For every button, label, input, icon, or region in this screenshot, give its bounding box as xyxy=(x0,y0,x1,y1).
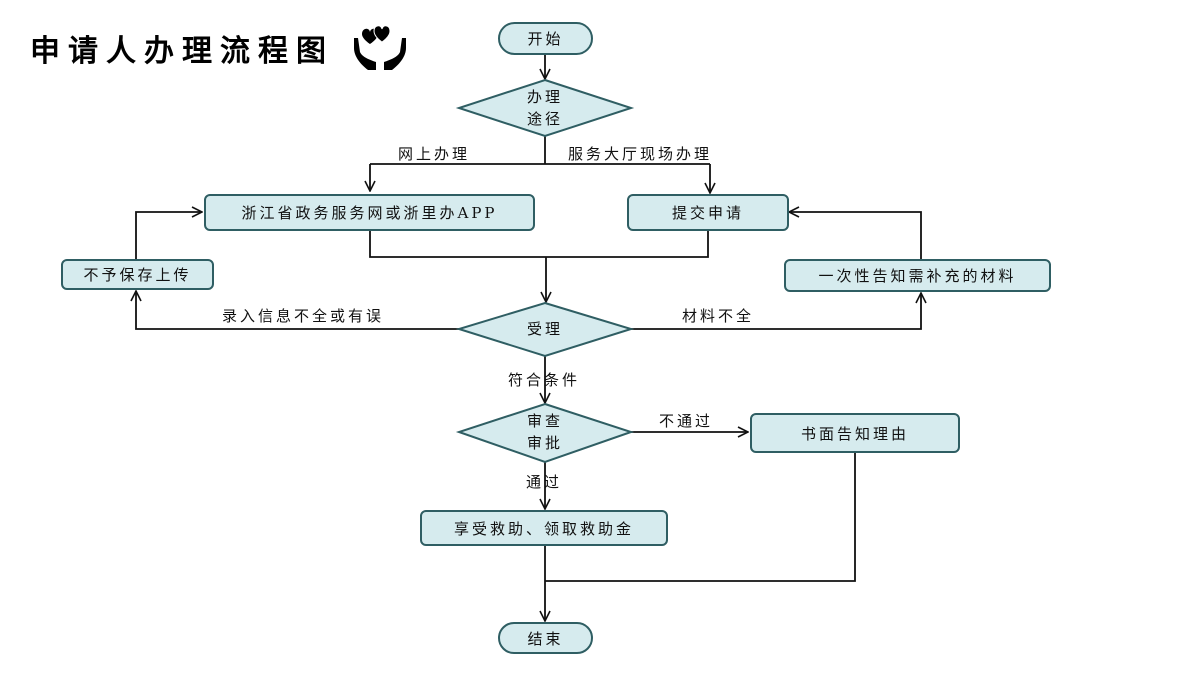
route-label-line2: 途径 xyxy=(526,110,563,128)
edge-materials-incomplete xyxy=(630,293,921,330)
page-title: 申请人办理流程图 xyxy=(30,34,334,69)
reject-upload-node: 不予保存上传 xyxy=(61,259,214,290)
edge-label-hall: 服务大厅现场办理 xyxy=(568,145,713,163)
edge-label-passed: 通过 xyxy=(526,473,563,491)
start-node: 开始 xyxy=(498,22,593,55)
review-label-line2: 审批 xyxy=(526,434,563,452)
receive-aid-node: 享受救助、领取救助金 xyxy=(420,510,668,546)
end-node: 结束 xyxy=(498,622,593,654)
edge-label-qualified: 符合条件 xyxy=(508,371,581,389)
review-label-line1: 审查 xyxy=(526,412,563,430)
edge-label-materials-incomplete: 材料不全 xyxy=(682,307,755,325)
edge-label-info-incomplete: 录入信息不全或有误 xyxy=(222,307,385,325)
edge-label-online: 网上办理 xyxy=(398,145,471,163)
edge-info-incomplete xyxy=(136,291,460,330)
route-label-line1: 办理 xyxy=(526,88,563,106)
decision-accept xyxy=(455,301,635,358)
online-platform-node: 浙江省政务服务网或浙里办APP xyxy=(204,194,535,231)
submit-application-node: 提交申请 xyxy=(627,194,789,231)
edge-merge xyxy=(369,231,709,258)
route-decision-label: 办理 途径 xyxy=(505,86,585,130)
edge-retry-online xyxy=(135,212,202,262)
accept-decision-label: 受理 xyxy=(526,320,563,338)
edge-label-not-passed: 不通过 xyxy=(659,412,714,430)
decision-route xyxy=(455,78,635,138)
edge-resubmit xyxy=(789,212,922,262)
written-reason-node: 书面告知理由 xyxy=(750,413,960,453)
review-decision-label: 审查 审批 xyxy=(505,410,585,454)
decision-review xyxy=(455,402,635,464)
hands-holding-hearts-icon xyxy=(354,25,406,70)
edge-reason-to-end xyxy=(545,453,856,582)
notify-materials-node: 一次性告知需补充的材料 xyxy=(784,259,1051,292)
